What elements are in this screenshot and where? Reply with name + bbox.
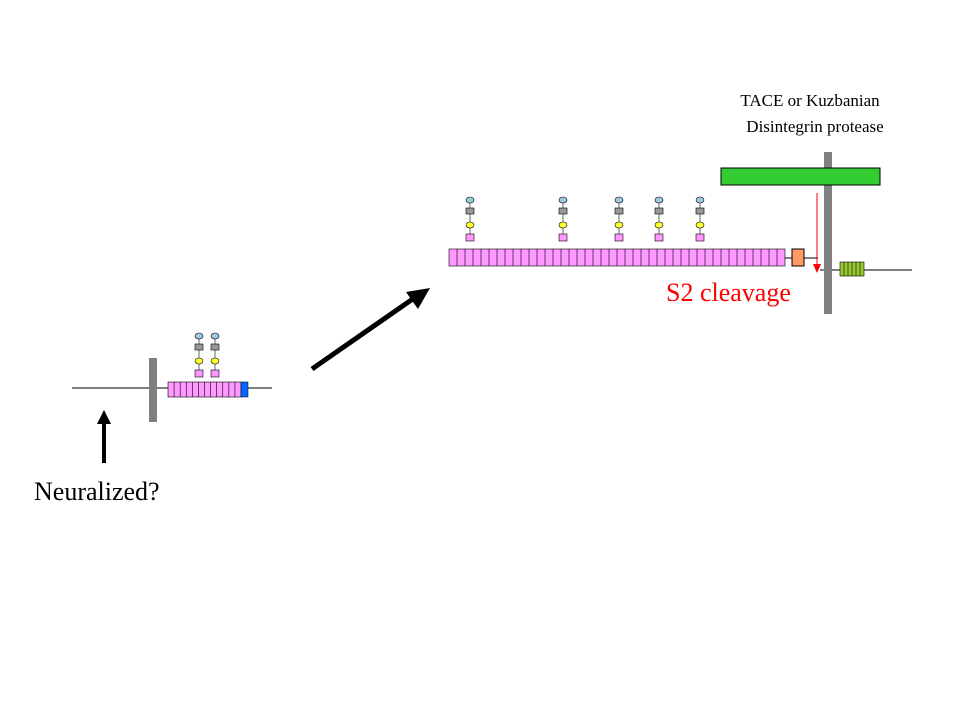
glycan-top-node: [614, 196, 624, 204]
glycan-top-node: [695, 196, 705, 204]
glycan-top-node: [194, 332, 204, 340]
protease-label-line1: TACE or Kuzbanian: [740, 91, 880, 110]
glycan-base-node: [210, 369, 220, 378]
glycan-chain: [558, 196, 568, 242]
glycan-base-node: [654, 233, 664, 242]
up-arrow-head: [97, 410, 111, 424]
diagonal-arrow-head: [406, 288, 430, 309]
protease-label-line2: Disintegrin protease: [746, 117, 883, 136]
glycan-chain: [194, 332, 204, 378]
glycan-mid-node: [654, 207, 664, 215]
glycan-low-node: [465, 221, 475, 229]
right-receptor: [448, 152, 912, 314]
glycan-base-node: [194, 369, 204, 378]
neuralized-label: Neuralized?: [34, 477, 160, 506]
glycan-mid-node: [210, 343, 220, 351]
glycan-mid-node: [465, 207, 475, 215]
glycan-low-node: [210, 357, 220, 365]
glycan-low-node: [614, 221, 624, 229]
glycan-chain: [614, 196, 624, 242]
right-membrane-bar: [824, 152, 832, 314]
glycan-mid-node: [558, 207, 568, 215]
glycan-base-node: [695, 233, 705, 242]
left-egf-repeats: [167, 381, 242, 398]
left-membrane-bar: [149, 358, 157, 422]
transmembrane-box: [839, 261, 865, 277]
glycan-base-node: [465, 233, 475, 242]
glycan-low-node: [695, 221, 705, 229]
cleavage-label: S2 cleavage: [666, 278, 791, 307]
glycan-chain: [695, 196, 705, 242]
glycan-chain: [654, 196, 664, 242]
glycan-top-node: [654, 196, 664, 204]
glycan-mid-node: [614, 207, 624, 215]
glycan-mid-node: [695, 207, 705, 215]
protease-bar: [720, 167, 881, 186]
glycan-top-node: [210, 332, 220, 340]
right-glycan-chains: [465, 196, 705, 242]
glycan-top-node: [465, 196, 475, 204]
glycan-low-node: [654, 221, 664, 229]
glycan-base-node: [558, 233, 568, 242]
left-blue-cap: [240, 381, 249, 398]
glycan-low-node: [194, 357, 204, 365]
red-arrow-head: [813, 264, 821, 273]
lnr-domain: [791, 248, 805, 267]
left-receptor: [72, 332, 272, 422]
glycan-base-node: [614, 233, 624, 242]
glycan-mid-node: [194, 343, 204, 351]
left-glycan-chains: [194, 332, 220, 378]
glycan-chain: [465, 196, 475, 242]
glycan-low-node: [558, 221, 568, 229]
glycan-top-node: [558, 196, 568, 204]
right-egf-repeats: [448, 248, 786, 267]
diagonal-arrow-icon: [310, 293, 419, 372]
glycan-chain: [210, 332, 220, 378]
